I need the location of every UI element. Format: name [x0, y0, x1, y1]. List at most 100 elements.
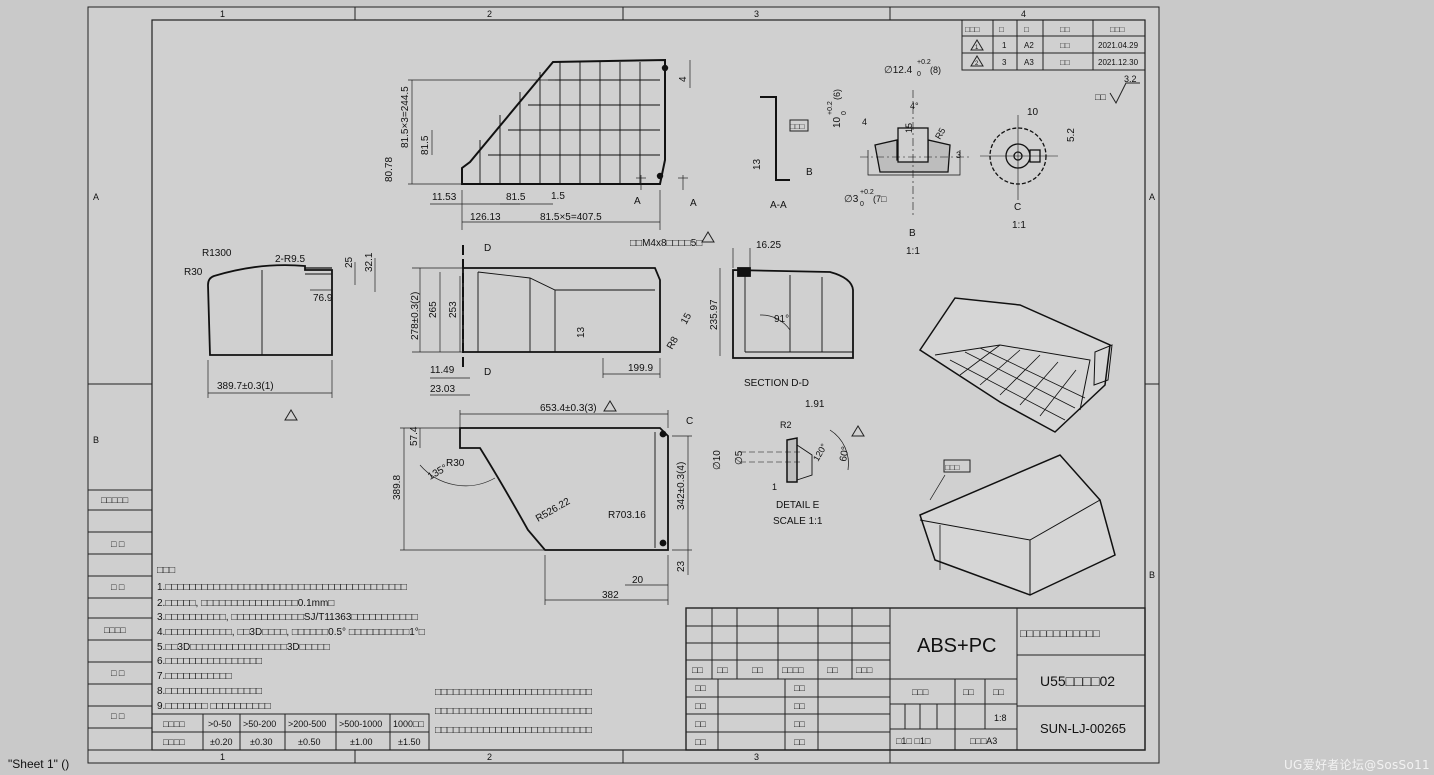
tol-val-3: ±0.50 — [298, 737, 320, 747]
drawing-number: SUN-LJ-00265 — [1040, 721, 1126, 736]
rev-row2-num: 3 — [1002, 58, 1007, 67]
b-3: 3 — [956, 150, 961, 160]
rev-header-zone: □ — [1024, 25, 1029, 34]
tb-mid-2: □□ — [963, 687, 974, 697]
zone-side-b-right: B — [1149, 570, 1155, 580]
section-d-bottom: D — [484, 367, 491, 378]
b-label: B — [909, 228, 916, 239]
tol-range-5: 1000□□ — [393, 719, 424, 729]
aa-dim-13: 13 — [752, 158, 763, 170]
tol-range-2: >50-200 — [243, 719, 276, 729]
tb-sub-4: □□ — [794, 737, 805, 747]
note-triangle-icon — [603, 400, 617, 412]
zone-top-2: 2 — [487, 9, 492, 19]
center-note-3: □□□□□□□□□□□□□□□□□□□□□□□□□□ — [435, 725, 592, 736]
tol-range-3: >200-500 — [288, 719, 326, 729]
dim-253: 253 — [448, 301, 459, 318]
aa-box-label: □□□ — [790, 122, 805, 131]
front-view — [462, 245, 661, 370]
tb-sub-2: □□ — [794, 701, 805, 711]
notes-title: □□□ — [157, 565, 175, 576]
dim-57-4: 57.4 — [409, 426, 420, 446]
tb-mid-1: □□□ — [912, 687, 929, 697]
b-dia3-tol-dn: 0 — [860, 201, 864, 208]
revision-table — [961, 19, 1146, 71]
zone-side-b-left: B — [93, 435, 99, 445]
revision-triangle-icon — [970, 39, 984, 51]
rev-row1-who: □□ — [1060, 41, 1070, 50]
rev-row1-zone: A2 — [1024, 41, 1034, 50]
note-5: 5.□□3D□□□□□□□□□□□□□□□□3D□□□□□ — [157, 642, 330, 653]
iso-view-top — [918, 297, 1113, 433]
b-4deg: 4° — [910, 101, 919, 111]
tb-row-6: □□□ — [856, 665, 873, 675]
dim-11-49: 11.49 — [430, 365, 455, 376]
left-side-view — [207, 264, 333, 356]
dim-382: 382 — [602, 590, 619, 601]
b-r5: R5 — [933, 126, 947, 141]
sheet-count: □1□ □1□ — [896, 736, 931, 746]
rev-row1-date: 2021.04.29 — [1098, 41, 1139, 50]
dim-15: 15 — [679, 311, 694, 327]
b-scale: 1:1 — [906, 246, 920, 257]
rev-row1-num: 1 — [1002, 41, 1007, 50]
dim-4: 4 — [678, 76, 689, 82]
b-dia3-tol-up: +0.2 — [860, 189, 874, 196]
c-dim-10: 10 — [1027, 107, 1039, 118]
tol-val-0: □□□□ — [163, 737, 185, 747]
note-7: 7.□□□□□□□□□□□ — [157, 671, 232, 682]
dim-2-r9-5: 2-R9.5 — [275, 254, 305, 265]
b-10-dim: 10 — [832, 116, 843, 128]
left-col-2: □ □ — [111, 539, 125, 549]
tol-range-1: >0-50 — [208, 719, 231, 729]
rev-row2-who: □□ — [1060, 58, 1070, 67]
e-dim-1: 1 — [772, 482, 777, 492]
b-dia-dim: ∅12.4 — [884, 65, 913, 76]
tol-val-4: ±1.00 — [350, 737, 372, 747]
dim-r30b: R30 — [446, 458, 465, 469]
scale-value: 1:8 — [994, 713, 1007, 723]
zone-top-3: 3 — [754, 9, 759, 19]
e-dim-1-91: 1.91 — [805, 399, 825, 410]
sheet-tab[interactable]: "Sheet 1" () — [8, 757, 69, 771]
rev-header-date: □□□ — [1110, 25, 1125, 34]
dim-23-03: 23.03 — [430, 384, 455, 395]
detail-b-view — [860, 90, 970, 215]
note-triangle-icon — [701, 231, 715, 243]
tb-row-5: □□ — [827, 665, 838, 675]
dim-25: 25 — [344, 256, 355, 268]
tb-row-3: □□ — [752, 665, 763, 675]
plan-view — [459, 427, 669, 551]
dim-199-9: 199.9 — [628, 363, 653, 374]
forum-watermark: UG爱好者论坛@SosSo11 — [1283, 758, 1430, 772]
b-dia3-cnt: (7□ — [873, 194, 887, 204]
dim-20: 20 — [632, 575, 644, 586]
rev-header-who: □□ — [1060, 25, 1070, 34]
section-d-top: D — [484, 243, 491, 254]
section-dd-view — [732, 267, 854, 359]
dim-653-4: 653.4±0.3(3) — [540, 403, 597, 414]
roughness-value: 3.2 — [1124, 74, 1137, 84]
b-dia-tol-dn: 0 — [917, 71, 921, 78]
tb-row-2: □□ — [717, 665, 728, 675]
tb-mid-3: □□ — [993, 687, 1004, 697]
iso-view-bottom — [919, 454, 1116, 596]
note-9: 9.□□□□□□□ □□□□□□□□□□ — [157, 701, 271, 712]
detail-e-view — [740, 429, 849, 483]
rev-header-num: □ — [999, 25, 1004, 34]
rev-header-mark: □□□ — [965, 25, 980, 34]
section-dd-label: SECTION D-D — [744, 378, 809, 389]
company-name: □□□□□□□□□□□□ — [1020, 628, 1100, 640]
left-col-6: □ □ — [111, 711, 125, 721]
c-dim-5-2: 5.2 — [1066, 128, 1077, 142]
note-6: 6.□□□□□□□□□□□□□□□□ — [157, 656, 262, 667]
tol-range-4: >500-1000 — [339, 719, 382, 729]
dim-81-5: 81.5 — [506, 192, 526, 203]
e-dim-dia5: ∅5 — [734, 450, 745, 465]
tb-col-2: □□ — [695, 701, 706, 711]
e-dim-60: 60° — [838, 446, 851, 463]
e-dim-r2: R2 — [780, 420, 792, 430]
title-block — [685, 607, 1146, 751]
dim-r703: R703.16 — [608, 510, 646, 521]
